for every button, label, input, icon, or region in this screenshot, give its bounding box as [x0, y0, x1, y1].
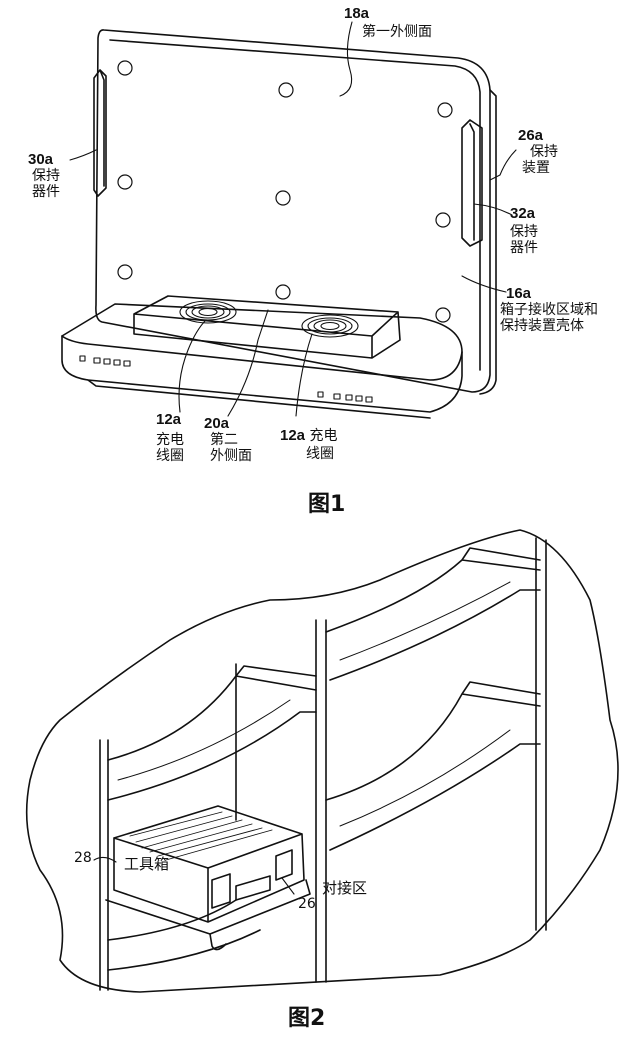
- text-32a-1: 保持: [510, 224, 538, 240]
- shelf-upper-right: [325, 547, 541, 681]
- post-right: [535, 537, 547, 931]
- charging-coil-right: [301, 314, 359, 338]
- ref-20a: 20a: [204, 415, 230, 432]
- charging-pad: [133, 295, 401, 359]
- text-12a-left-1: 充电: [156, 432, 184, 448]
- text-32a-2: 器件: [510, 240, 538, 256]
- ref-30a: 30a: [28, 151, 54, 168]
- ref-28: 28: [74, 850, 92, 866]
- ref-12a-right: 12a: [280, 427, 306, 444]
- text-20a-1: 第二: [210, 432, 238, 448]
- text-26: 对接区: [322, 879, 368, 897]
- text-16a-2: 保持装置壳体: [500, 318, 584, 334]
- label-12a-left: 12a 充电 线圈: [156, 411, 184, 465]
- text-12a-right-1: 充电: [309, 428, 338, 444]
- panel-outline: [95, 29, 491, 393]
- charging-coil-left: [179, 300, 237, 324]
- shelf-upper-left: [107, 665, 317, 801]
- text-30a-1: 保持: [32, 168, 60, 184]
- post-left: [99, 739, 109, 991]
- ref-12a-left: 12a: [156, 411, 182, 428]
- ref-26: 26: [298, 896, 316, 912]
- right-holder: [461, 119, 483, 247]
- figure-2-caption: 图2: [288, 1006, 326, 1031]
- base-top-edge: [61, 335, 463, 381]
- figure-1-caption: 图1: [308, 492, 346, 517]
- label-32a: 32a 保持 器件: [510, 205, 538, 257]
- text-12a-right-2: 线圈: [306, 446, 334, 462]
- ref-32a: 32a: [510, 205, 536, 222]
- text-18a: 第一外侧面: [362, 24, 432, 40]
- label-26a: 26a 保持 装置: [518, 127, 558, 177]
- label-16a: 16a 箱子接收区域和 保持装置壳体: [500, 285, 598, 335]
- panel-inner-edge: [109, 39, 481, 371]
- fig1-leader-lines: [69, 21, 517, 417]
- label-18a: 18a: [344, 6, 369, 22]
- toolbox: [113, 805, 305, 923]
- label-12a-right: 12a 充电: [280, 427, 338, 445]
- fig2-leader-26: [281, 877, 295, 895]
- fig2-leader-28: [93, 856, 117, 863]
- cutaway-outline: [25, 529, 619, 993]
- label-20a: 20a 第二 外侧面: [204, 415, 252, 465]
- post-middle: [315, 619, 327, 983]
- ref-16a: 16a: [506, 285, 532, 302]
- text-26a-2: 装置: [522, 160, 550, 176]
- ref-18a: 18a: [344, 5, 370, 22]
- text-12a-left-2: 线圈: [156, 448, 184, 464]
- shelf-lower-right: [325, 681, 541, 851]
- panel-bumps: [117, 60, 453, 323]
- shelf-lower-left: [107, 899, 261, 971]
- text-16a-1: 箱子接收区域和: [500, 302, 598, 318]
- panel-side-thickness: [479, 89, 497, 395]
- text-26a-1: 保持: [530, 144, 558, 160]
- text-20a-2: 外侧面: [210, 448, 252, 464]
- base-bottom-edge: [87, 379, 431, 419]
- indicator-marks-left: [79, 355, 131, 367]
- text-28: 工具箱: [124, 855, 170, 873]
- base-housing: [61, 303, 463, 413]
- indicator-marks-right: [317, 391, 373, 403]
- text-30a-2: 器件: [32, 184, 60, 200]
- ref-26a: 26a: [518, 127, 544, 144]
- toolbox-ribs: [129, 811, 273, 861]
- docking-tray: [105, 879, 311, 951]
- toolbox-latches: [211, 849, 293, 909]
- left-holder: [93, 69, 107, 197]
- label-30a: 30a 保持 器件: [28, 151, 60, 201]
